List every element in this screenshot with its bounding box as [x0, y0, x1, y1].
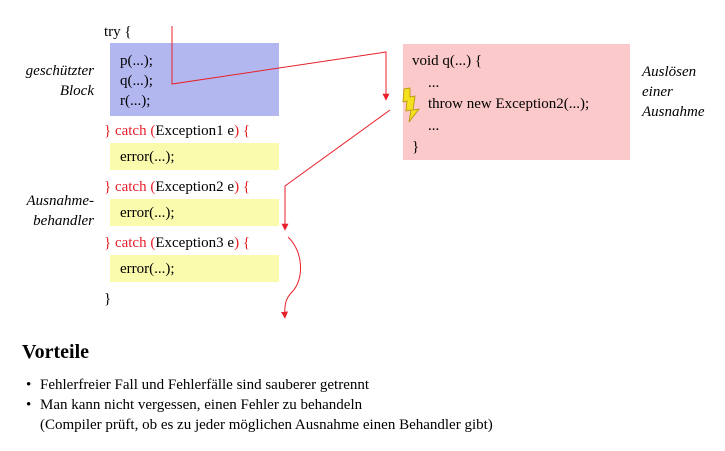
protected-block-label: geschützter Block — [12, 61, 94, 101]
handler-body-2: error(...); — [120, 205, 175, 221]
try-close-brace: } — [104, 291, 112, 307]
protected-block: p(...); q(...); r(...); — [110, 43, 279, 116]
list-item: • Fehlerfreier Fall und Fehlerfälle sind… — [26, 375, 706, 395]
catch-clause-2: } catch (Exception2 e) { — [104, 177, 250, 197]
call-p: p(...); — [120, 53, 153, 69]
catch-paren-close: ) — [234, 179, 240, 195]
raise-exception-label-line3: Ausnahme — [642, 104, 705, 120]
advantages-list: • Fehlerfreier Fall und Fehlerfälle sind… — [26, 375, 706, 445]
catch-paren-open: ( — [150, 123, 156, 139]
catch-exception-type: Exception2 e — [155, 179, 235, 195]
catch-open-brace: { — [242, 123, 251, 139]
catch-exception-type: Exception3 e — [155, 235, 235, 251]
catch-keyword: catch — [114, 235, 147, 251]
catch-paren-close: ) — [234, 123, 240, 139]
raise-exception-label: Auslösen einer Ausnahme — [642, 62, 705, 122]
handler-body-1: error(...); — [120, 149, 175, 165]
catch-paren-open: ( — [150, 179, 156, 195]
list-item-continuation: (Compiler prüft, ob es zu jeder mögliche… — [26, 415, 706, 435]
handler-block-2: error(...); — [110, 199, 279, 226]
catch-open-brace: { — [242, 179, 251, 195]
catch-clause-1: } catch (Exception1 e) { — [104, 121, 250, 141]
call-r: r(...); — [120, 93, 151, 109]
lightning-bolt-icon — [402, 87, 420, 123]
method-ellipsis-2: ... — [428, 118, 440, 134]
catch-close-brace: } — [104, 123, 112, 139]
method-close-brace: } — [412, 139, 420, 155]
list-item-text: Man kann nicht vergessen, einen Fehler z… — [40, 397, 363, 413]
list-item-text: Fehlerfreier Fall und Fehlerfälle sind s… — [40, 377, 370, 393]
catch-clause-3: } catch (Exception3 e) { — [104, 233, 250, 253]
advantages-heading: Vorteile — [22, 341, 90, 363]
raise-exception-label-line2: einer — [642, 84, 673, 100]
catch-close-brace: } — [104, 179, 112, 195]
bullet-icon: • — [26, 397, 32, 413]
catch-exception-type: Exception1 e — [155, 123, 235, 139]
call-flow-arrow — [171, 26, 390, 101]
try-keyword: try { — [104, 24, 132, 40]
protected-block-label-line2: Block — [59, 83, 94, 99]
handler-label-line2: behandler — [33, 213, 94, 229]
catch-paren-close: ) — [234, 235, 240, 251]
call-q: q(...); — [120, 73, 153, 89]
list-item: • Man kann nicht vergessen, einen Fehler… — [26, 395, 706, 415]
catch-close-brace: } — [104, 235, 112, 251]
catch-paren-open: ( — [150, 235, 156, 251]
handler-block-3: error(...); — [110, 255, 279, 282]
throw-statement: throw new Exception2(...); — [428, 96, 590, 112]
raise-exception-label-line1: Auslösen — [642, 64, 697, 80]
handler-label: Ausnahme- behandler — [8, 191, 95, 231]
catch-keyword: catch — [114, 179, 147, 195]
method-q-block: void q(...) { ... throw new Exception2(.… — [403, 44, 630, 160]
method-ellipsis-1: ... — [428, 75, 440, 91]
catch-keyword: catch — [114, 123, 147, 139]
list-item-continuation-text: (Compiler prüft, ob es zu jeder mögliche… — [40, 417, 493, 433]
exception-flow-arrow — [281, 109, 391, 231]
handler-body-3: error(...); — [120, 261, 175, 277]
continue-flow-arrow — [281, 236, 302, 319]
handler-block-1: error(...); — [110, 143, 279, 170]
catch-open-brace: { — [242, 235, 251, 251]
handler-label-line1: Ausnahme- — [26, 193, 95, 209]
bullet-icon: • — [26, 377, 32, 393]
protected-block-label-line1: geschützter — [25, 63, 94, 79]
method-header: void q(...) { — [412, 53, 483, 69]
